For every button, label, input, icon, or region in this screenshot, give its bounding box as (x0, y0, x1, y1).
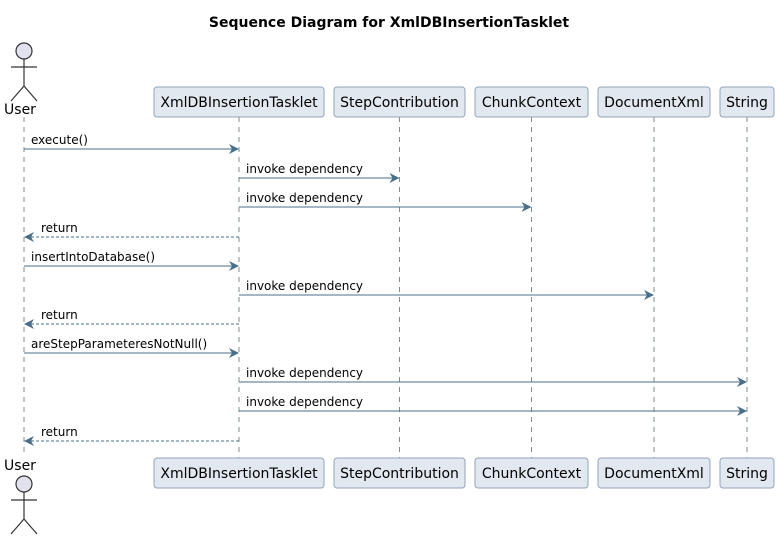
message-1: execute() (24, 133, 239, 154)
participant-step-contribution-bottom: StepContribution (333, 457, 466, 489)
participant-step-contribution-top: StepContribution (333, 86, 466, 118)
message-label: return (41, 425, 78, 439)
participant-string-top: String (719, 86, 775, 118)
actor-top: User (4, 42, 38, 118)
participant-box (597, 86, 711, 118)
participant-label: String (726, 95, 768, 111)
diagram-title: Sequence Diagram for XmlDBInsertionTaskl… (209, 15, 569, 31)
message-label: invoke dependency (246, 366, 363, 380)
message-9: invoke dependency (239, 366, 747, 387)
message-label: invoke dependency (246, 395, 363, 409)
participant-box (719, 86, 775, 118)
stick-figure-icon (10, 42, 38, 102)
participant-label: XmlDBInsertionTasklet (160, 466, 318, 482)
stick-figure-icon (10, 475, 38, 535)
message-label: insertIntoDatabase() (31, 250, 155, 264)
message-label: return (41, 308, 78, 322)
actor-label: User (4, 102, 36, 118)
message-label: return (41, 221, 78, 235)
participant-label: DocumentXml (604, 466, 704, 482)
participant-label: ChunkContext (482, 95, 582, 111)
participant-label: String (726, 466, 768, 482)
participant-box (719, 457, 775, 489)
participant-label: XmlDBInsertionTasklet (160, 95, 318, 111)
participant-xml-dbinsertion-tasklet-bottom: XmlDBInsertionTasklet (153, 457, 325, 489)
message-8: areStepParameteresNotNull() (24, 337, 239, 358)
message-label: invoke dependency (246, 191, 363, 205)
message-5: insertIntoDatabase() (24, 250, 239, 271)
participant-document-xml-top: DocumentXml (597, 86, 711, 118)
message-label: invoke dependency (246, 162, 363, 176)
participants-top: User XmlDBInsertionTasklet StepContributio… (4, 42, 775, 118)
return-message-11: return (24, 425, 239, 446)
participant-label: StepContribution (340, 95, 459, 111)
participant-label: StepContribution (340, 466, 459, 482)
actor-label: User (4, 458, 36, 474)
participant-box (153, 457, 325, 489)
message-10: invoke dependency (239, 395, 747, 416)
participant-chunk-context-top: ChunkContext (474, 86, 589, 118)
participant-chunk-context-bottom: ChunkContext (474, 457, 589, 489)
participant-box (597, 457, 711, 489)
message-label: invoke dependency (246, 279, 363, 293)
participant-label: ChunkContext (482, 466, 582, 482)
message-2: invoke dependency (239, 162, 400, 183)
message-label: areStepParameteresNotNull() (31, 337, 207, 351)
participant-box (474, 457, 589, 489)
return-message-7: return (24, 308, 239, 329)
messages: execute() invoke dependency invoke depende… (24, 133, 747, 446)
participant-document-xml-bottom: DocumentXml (597, 457, 711, 489)
actor-bottom: User (4, 458, 38, 535)
participant-box (474, 86, 589, 118)
participant-box (333, 457, 466, 489)
lifelines (23, 117, 748, 458)
message-6: invoke dependency (239, 279, 654, 300)
participant-string-bottom: String (719, 457, 775, 489)
participant-label: DocumentXml (604, 95, 704, 111)
message-label: execute() (31, 133, 88, 147)
participant-xml-dbinsertion-tasklet-top: XmlDBInsertionTasklet (153, 86, 325, 118)
participant-box (333, 86, 466, 118)
participant-box (153, 86, 325, 118)
return-message-4: return (24, 221, 239, 242)
message-3: invoke dependency (239, 191, 532, 212)
